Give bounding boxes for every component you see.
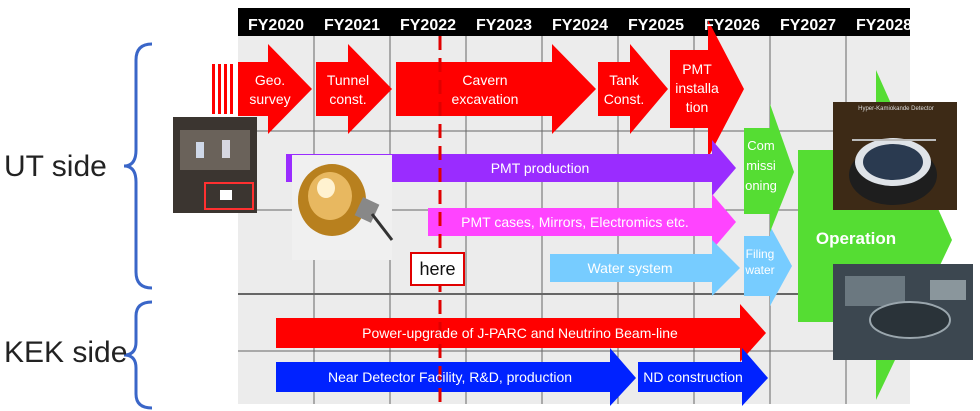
tank-arrow (598, 44, 668, 134)
ut-side-label: UT side (4, 150, 107, 183)
nd-construction-arrow (638, 348, 768, 406)
pmt-cases-arrow (428, 194, 736, 250)
filling-water-label: Filing water (745, 247, 775, 277)
water-system-label: Water system (587, 260, 673, 276)
geo-survey-arrow (238, 44, 312, 134)
kek-side-brace (123, 300, 153, 410)
geo-survey-label: Geo. survey (249, 72, 291, 107)
year-label: FY2028 (855, 17, 913, 34)
pmt-production-arrow (286, 140, 736, 196)
commissioning-arrow (744, 104, 794, 232)
year-label: FY2020 (247, 17, 305, 34)
year-header-bar (238, 8, 910, 36)
nd-construction-label: ND construction (643, 369, 743, 385)
detector-photo-caption: Hyper-Kamiokande Detector (858, 106, 934, 112)
operation-label: Operation (815, 229, 897, 248)
tank-label: Tank Const. (603, 72, 645, 107)
cavern-label: Cavern excavation (451, 72, 519, 107)
site-photo (173, 117, 257, 213)
power-upgrade-label: Power-upgrade of J-PARC and Neutrino Bea… (362, 325, 678, 341)
detector-photo (833, 102, 957, 210)
power-upgrade-arrow (276, 304, 766, 362)
near-detector-arrow (276, 348, 636, 406)
water-system-arrow (550, 240, 740, 296)
tunnel-label: Tunnel const. (326, 72, 370, 107)
near-detector-label: Near Detector Facility, R&D, production (327, 369, 573, 385)
year-label: FY2024 (551, 17, 609, 34)
pmt-production-label: PMT production (490, 160, 590, 176)
commissioning-label: Com missi oning (745, 138, 777, 193)
year-label: FY2025 (627, 17, 685, 34)
year-label: FY2026 (703, 17, 761, 34)
ut-side-brace (123, 42, 153, 290)
pmt-install-arrow (670, 20, 744, 158)
pmt-install-label: PMT installa tion (675, 61, 719, 115)
tunnel-arrow (316, 44, 392, 134)
geo-stripes (212, 64, 233, 114)
year-label: FY2022 (399, 17, 457, 34)
year-label: FY2023 (475, 17, 533, 34)
year-label: FY2021 (323, 17, 381, 34)
kek-side-label: KEK side (4, 336, 128, 369)
cavern-arrow (396, 44, 596, 134)
aerial-photo (833, 264, 973, 360)
pmt-photo (292, 155, 394, 260)
here-marker: here (410, 252, 465, 286)
pmt-cases-label: PMT cases, Mirrors, Electromics etc. (461, 214, 689, 230)
year-label: FY2027 (779, 17, 837, 34)
filling-water-arrow (744, 226, 792, 306)
